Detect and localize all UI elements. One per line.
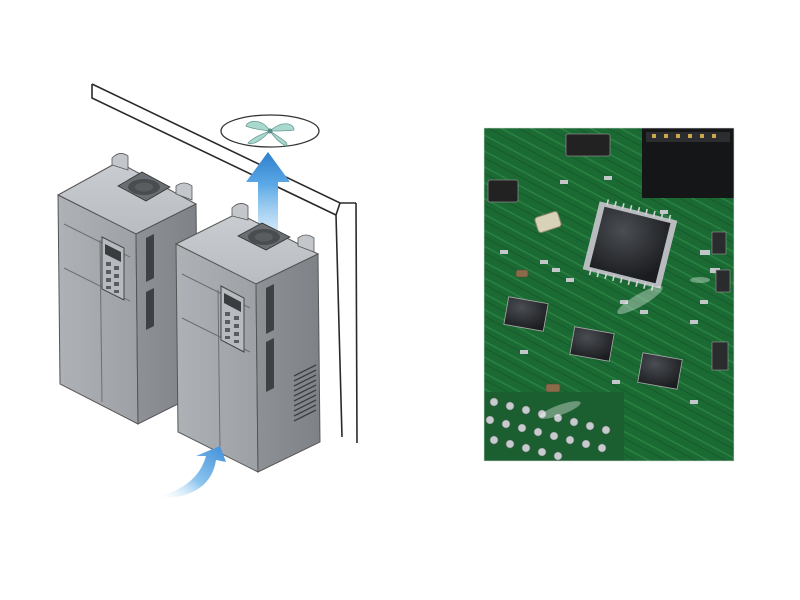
side-louvre	[293, 364, 317, 422]
side-vent	[266, 284, 274, 392]
pcb-photo	[484, 128, 734, 461]
soic-chip	[569, 326, 615, 362]
soic-chip	[503, 296, 549, 332]
side-components	[711, 231, 731, 371]
cabinet-illustration	[56, 83, 358, 498]
soic-chip	[637, 352, 683, 390]
side-vent	[146, 234, 154, 330]
coating-highlight	[539, 277, 710, 419]
smd-chip	[487, 133, 611, 203]
right-inverter	[174, 203, 321, 473]
qfp-chip	[582, 199, 678, 291]
exhaust-fan-icon	[220, 114, 320, 148]
intake-airflow-arrow	[160, 446, 226, 498]
top-fan-grill-icon	[117, 171, 171, 202]
top-fan-grill-icon	[237, 222, 291, 251]
crystal-oscillator	[534, 210, 562, 234]
exhaust-airflow-arrow	[246, 152, 290, 232]
connector-header	[642, 128, 734, 198]
smd-passives	[500, 176, 720, 404]
keypad-panel	[220, 285, 245, 353]
pin-row	[484, 392, 624, 461]
pcb-photo-frame	[483, 127, 735, 462]
keypad-panel	[101, 236, 125, 301]
